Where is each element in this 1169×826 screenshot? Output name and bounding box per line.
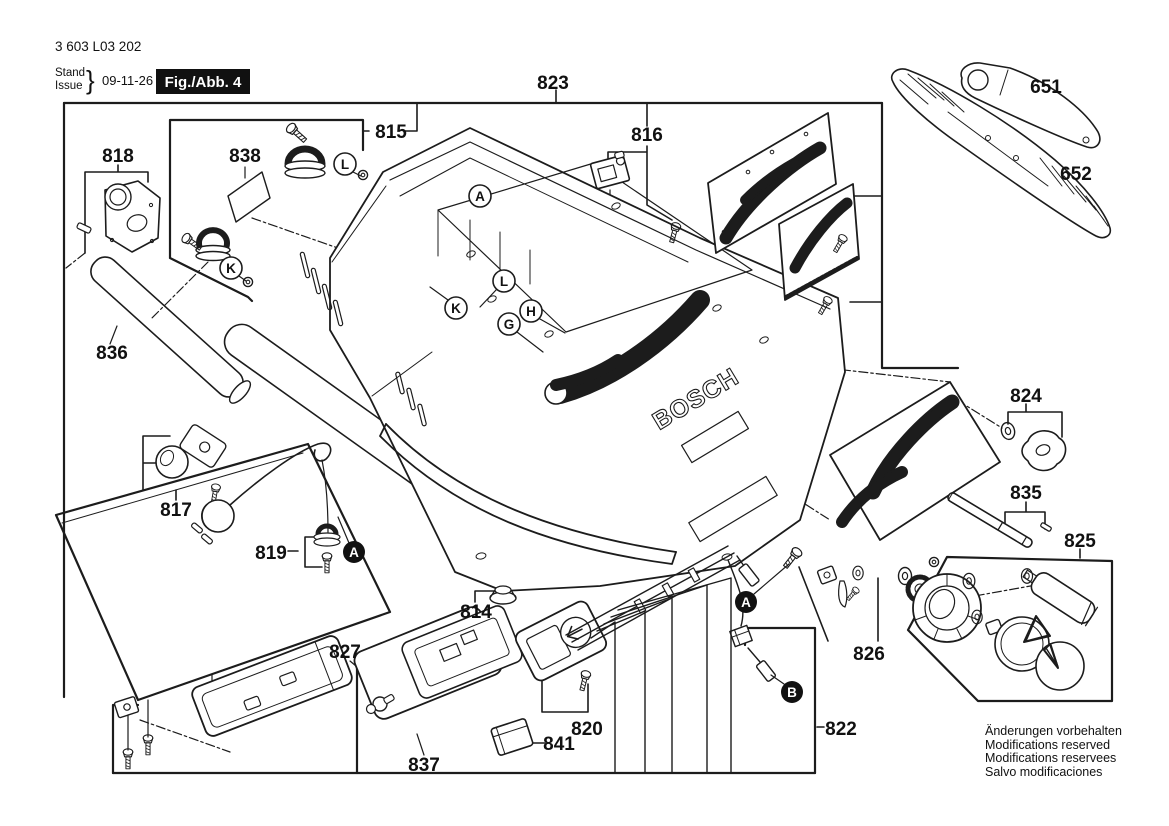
issue-label: Issue [55, 80, 83, 92]
position-markers: A L K K L G H A [219, 152, 803, 703]
marker-a-top: A [468, 184, 492, 208]
lock-knob-824 [998, 420, 1067, 472]
notice-es: Salvo modificaciones [985, 765, 1102, 779]
clamp-knob-817 [155, 424, 227, 504]
marker-l-housing: L [492, 269, 516, 293]
grease-tube [1022, 569, 1099, 627]
brace-glyph: } [86, 65, 95, 95]
cam-disc [994, 615, 1051, 672]
bevel-plate-rear [707, 112, 837, 254]
guard-hood-652 [890, 68, 1112, 239]
marker-h: H [519, 299, 543, 323]
cord-grommet [365, 694, 395, 715]
callout-838: 838 [229, 146, 261, 167]
handle-lever-651 [960, 62, 1101, 149]
callout-826: 826 [853, 644, 885, 665]
svg-text:H: H [526, 304, 536, 319]
bevel-plate-front [778, 183, 860, 317]
callout-824: 824 [1010, 386, 1042, 407]
issue-date: 09-11-26 [102, 73, 153, 88]
callout-836: 836 [96, 343, 128, 364]
hose-clamp-upper [284, 120, 326, 179]
main-housing: BOSCH [299, 127, 846, 605]
outlet-flange [76, 180, 161, 253]
threaded-spindle-835 [947, 491, 1052, 548]
mains-plug-and-cord [191, 442, 332, 545]
notice-de: Änderungen vorbehalten [985, 724, 1122, 738]
insert-841 [490, 718, 534, 756]
callout-814: 814 [460, 602, 492, 623]
callout-815: 815 [375, 122, 407, 143]
cover-plate-837 [353, 605, 523, 720]
svg-text:A: A [741, 595, 751, 610]
callout-818: 818 [102, 146, 134, 167]
callout-820: 820 [571, 719, 603, 740]
title-block: 3 603 L03 202 Stand Issue } 09-11-26 Fig… [55, 39, 250, 95]
callout-822: 822 [825, 719, 857, 740]
figure-label: Fig./Abb. 4 [165, 74, 242, 91]
mount-pad [113, 696, 140, 719]
svg-text:A: A [475, 189, 485, 204]
handwheel-kit-825 [897, 556, 1099, 691]
marker-a-harness: A [735, 591, 757, 613]
callout-823: 823 [537, 73, 569, 94]
marker-a-clamp: A [343, 541, 365, 563]
marker-g: G [497, 312, 521, 336]
svg-text:G: G [504, 317, 515, 332]
cable-clamp-819 [313, 516, 350, 574]
marker-l-clamp: L [333, 152, 357, 176]
marker-k-housing: K [444, 296, 468, 320]
hose-clamp-lower [179, 227, 231, 262]
notice-fr: Modifications reservees [985, 751, 1116, 765]
document-part-number: 3 603 L03 202 [55, 39, 141, 54]
part-callouts: 823 815 816 818 838 651 652 836 817 819 … [96, 73, 1096, 776]
accessory-tray [191, 635, 353, 737]
stand-label: Stand [55, 67, 85, 79]
wall-slots [299, 251, 427, 427]
svg-text:K: K [451, 301, 461, 316]
callout-817: 817 [160, 500, 192, 521]
cam-disc [1035, 641, 1085, 691]
callout-835: 835 [1010, 483, 1042, 504]
height-guide-plate [829, 381, 1001, 541]
callout-819: 819 [255, 543, 287, 564]
svg-text:A: A [349, 545, 359, 560]
callout-825: 825 [1064, 531, 1096, 552]
power-switch-820 [514, 600, 608, 692]
callout-827: 827 [329, 642, 361, 663]
marker-b-harness: B [781, 681, 803, 703]
footer-notices: Änderungen vorbehalten Modifications res… [985, 724, 1122, 779]
notice-en: Modifications reserved [985, 738, 1110, 752]
figure-badge [156, 69, 250, 94]
callout-651: 651 [1030, 77, 1062, 98]
svg-text:L: L [341, 157, 349, 172]
wiring-harness [565, 545, 790, 773]
callout-837: 837 [408, 755, 440, 776]
plate-838 [227, 171, 271, 223]
rubber-foot [489, 585, 517, 605]
callout-841: 841 [543, 734, 575, 755]
marker-k-clamp: K [219, 256, 243, 280]
callout-816: 816 [631, 125, 663, 146]
callout-652: 652 [1060, 164, 1092, 185]
svg-text:K: K [226, 261, 236, 276]
switch-insert-816 [589, 150, 631, 190]
svg-text:B: B [787, 685, 797, 700]
fastener-set-826 [780, 545, 864, 608]
svg-text:L: L [500, 274, 508, 289]
